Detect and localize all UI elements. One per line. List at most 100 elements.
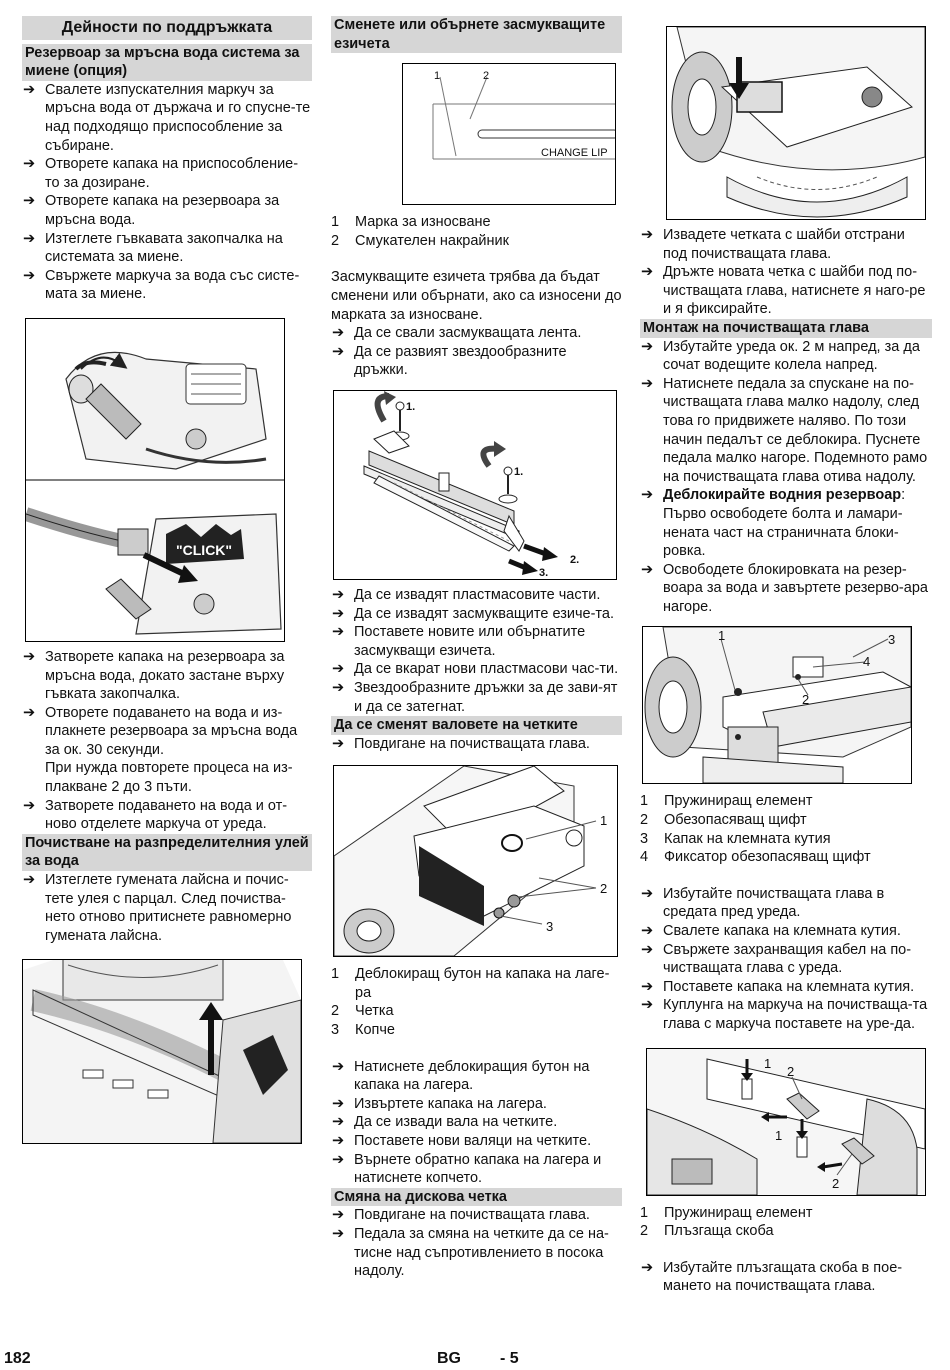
page-footer: 182 BG - 5 <box>0 1350 950 1370</box>
arrow-icon: ➔ <box>332 1133 345 1150</box>
arrow-icon: ➔ <box>332 586 345 603</box>
callout-1a: 1 <box>764 1055 772 1071</box>
arrow-icon: ➔ <box>23 648 36 665</box>
arrow-icon: ➔ <box>23 81 36 98</box>
heading-mount-cleaning-head: Монтаж на почистващата глава <box>640 318 932 338</box>
list-item: ➔Да се извади вала на четките. <box>332 1114 558 1131</box>
brush-roller-illustration <box>334 766 597 957</box>
water-tank-lock-illustration <box>644 627 911 784</box>
step-2: 2. <box>570 553 580 566</box>
list-item: ➔Отворете капака на резервоара за мръсна… <box>23 193 280 228</box>
arrow-icon: ➔ <box>332 1151 345 1168</box>
arrow-icon: ➔ <box>332 605 345 622</box>
figure-water-tank-lock: 1 2 3 4 <box>642 626 912 785</box>
rubber-strip-illustration <box>23 960 301 1144</box>
callout-2: 2 <box>600 881 608 897</box>
list-item: ➔Да се извадят пластмасовите части. <box>332 586 601 603</box>
list-item: ➔Натиснете педала за спускане на по-чист… <box>641 375 928 485</box>
list-item: ➔Затворете подаването на вода и от-ново … <box>23 797 288 833</box>
heading-change-lips: Сменете или обърнете засмукващите езичет… <box>331 16 622 54</box>
list-item: ➔Извадете четката с шайби отстрани под п… <box>641 227 905 262</box>
steps-list: ➔Избутайте уреда ок. 2 м напред, за да с… <box>640 338 932 617</box>
list-item: ➔Свържете захранващия кабел на по-чиства… <box>641 941 912 977</box>
arrow-icon: ➔ <box>23 193 36 210</box>
heading-water-distribution: Почистване на разпределителния улей за в… <box>22 833 312 872</box>
figure-sliding-bracket: 1 2 1 2 <box>646 1047 926 1196</box>
callout-2: 2 <box>483 70 490 83</box>
arrow-icon: ➔ <box>23 230 36 247</box>
list-item: ➔Изтеглете гъвкавата закопчалка на систе… <box>23 230 283 266</box>
arrow-icon: ➔ <box>641 264 654 281</box>
figure-rubber-strip <box>22 959 302 1145</box>
arrow-icon: ➔ <box>641 227 654 243</box>
steps-list: ➔Натиснете деблокиращия бутон на капака … <box>331 1058 622 1188</box>
steps-list: ➔Затворете капака на резервоара за мръсн… <box>22 648 312 834</box>
figure-hose-connection: "CLICK" <box>25 317 285 642</box>
paragraph: Засмукващите езичета трябва да бъдат сме… <box>331 269 622 323</box>
callout-2: 2 <box>802 692 810 708</box>
list-item: ➔Извъртете капака на лагера. <box>332 1095 547 1112</box>
arrow-icon: ➔ <box>641 885 654 902</box>
callout-2b: 2 <box>832 1175 840 1191</box>
heading-disc-brush: Смяна на дискова четка <box>331 1187 622 1207</box>
figure-change-lip: 1 2 CHANGE LIP <box>402 63 616 206</box>
callout-3: 3 <box>546 919 554 935</box>
heading-brush-rollers: Да се сменят валовете на четките <box>331 716 622 735</box>
disc-brush-pedal-illustration <box>671 27 925 218</box>
arrow-icon: ➔ <box>23 267 36 284</box>
list-item: ➔Звездообразните дръжки за де зави-ят и … <box>332 679 618 715</box>
arrow-icon: ➔ <box>641 941 654 958</box>
language-code: BG <box>437 1350 461 1367</box>
change-lip-illustration <box>432 76 615 160</box>
arrow-icon: ➔ <box>332 1207 345 1224</box>
list-item: ➔Дръжте новата четка с шайби под по-чист… <box>641 264 926 318</box>
callout-2a: 2 <box>787 1063 795 1079</box>
arrow-icon: ➔ <box>332 661 345 678</box>
arrow-icon: ➔ <box>332 1226 345 1242</box>
list-item: ➔Отворете капака на приспособление-то за… <box>23 156 299 191</box>
arrow-icon: ➔ <box>332 1114 345 1131</box>
arrow-icon: ➔ <box>641 338 654 355</box>
column-left: Дейности по поддръжката Резервоар за мръ… <box>22 16 312 1145</box>
list-item: ➔Повдигане на почистващата глава. <box>332 735 590 752</box>
list-item: ➔Избутайте почистващата глава в средата … <box>641 885 885 921</box>
list-item: ➔Да се извадят засмукващите езиче-та. <box>332 605 614 622</box>
arrow-icon: ➔ <box>641 375 654 392</box>
arrow-icon: ➔ <box>641 978 654 995</box>
arrow-icon: ➔ <box>641 997 654 1014</box>
squeegee-parts-illustration <box>363 390 558 575</box>
step-1a: 1. <box>406 400 416 413</box>
arrow-icon: ➔ <box>23 797 36 814</box>
list-item: ➔Избутайте плъзгащата скоба в пое-мането… <box>641 1259 903 1295</box>
list-item: ➔Затворете капака на резервоара за мръсн… <box>23 648 285 703</box>
arrow-icon: ➔ <box>332 1058 345 1075</box>
steps-list: ➔Избутайте почистващата глава в средата … <box>640 885 932 1034</box>
steps-list: ➔Изтеглете гуменaта лайсна и почис-тете … <box>22 871 312 945</box>
steps-list: ➔Избутайте плъзгащата скоба в пое-мането… <box>640 1259 932 1296</box>
figure-brush-roller: 1 2 3 <box>333 765 618 958</box>
list-item: ➔Поставете новите или обърнатите засмукв… <box>332 624 586 659</box>
arrow-icon: ➔ <box>332 735 345 752</box>
steps-list: ➔Свалете изпускателния маркуч за мръсна … <box>22 81 312 304</box>
list-item: ➔Избутайте уреда ок. 2 м напред, за да с… <box>641 338 920 374</box>
callout-4: 4 <box>863 654 871 670</box>
callout-1b: 1 <box>775 1127 783 1143</box>
column-right: ➔Извадете четката с шайби отстрани под п… <box>640 16 932 1296</box>
arrow-icon: ➔ <box>641 1259 654 1276</box>
page-number: 182 <box>4 1350 31 1367</box>
list-item: ➔Да се свали засмукващата лента. <box>332 325 582 342</box>
list-item: ➔Изтеглете гуменaта лайсна и почис-тете … <box>23 872 292 944</box>
arrow-icon: ➔ <box>332 679 345 696</box>
step-1b: 1. <box>514 465 524 478</box>
arrow-icon: ➔ <box>641 923 654 940</box>
callout-1: 1 <box>434 70 441 83</box>
